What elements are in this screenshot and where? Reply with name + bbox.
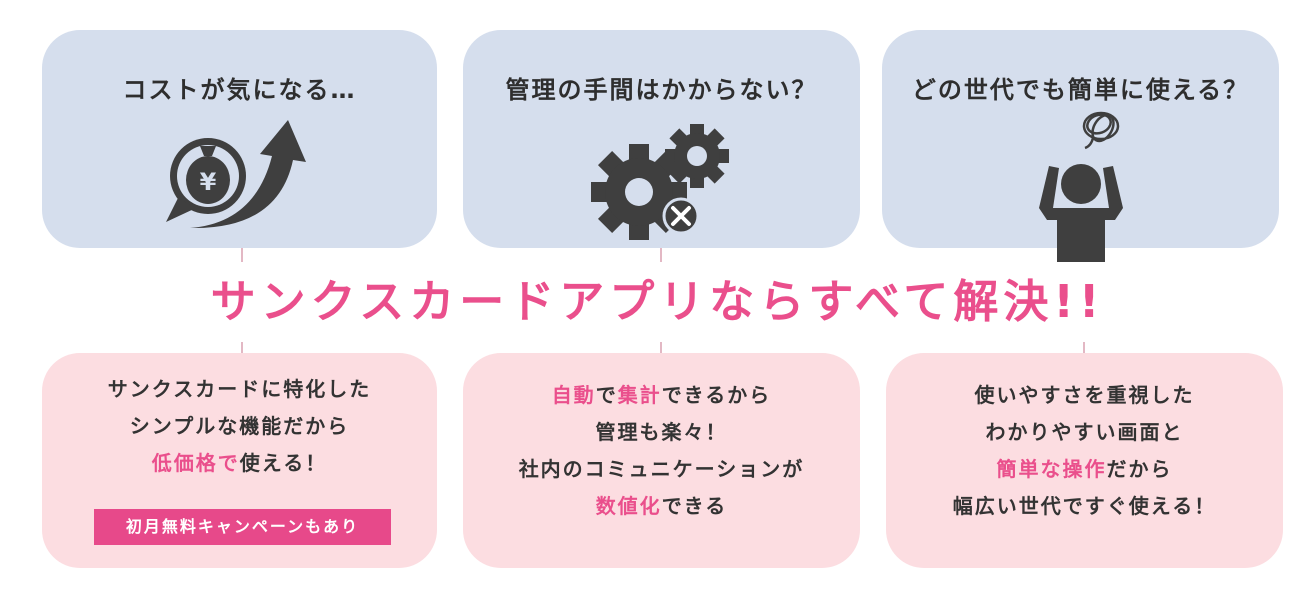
solution-card-management: 自動で集計できるから 管理も楽々！ 社内のコミュニケーションが 数値化できる <box>463 353 860 568</box>
headline: サンクスカードアプリならすべて解決!! <box>0 262 1315 342</box>
solution-card-cost: サンクスカードに特化した シンプルな機能だから 低価格で使える！ 初月無料キャン… <box>42 353 437 568</box>
problem-title-cost: コストが気になる… <box>122 76 357 104</box>
headline-text: サンクスカードアプリならすべて解決!! <box>200 275 1115 328</box>
solution-line-mid: で <box>595 383 618 407</box>
solution-line: 自動で集計できるから <box>463 377 860 414</box>
solution-line: サンクスカードに特化した <box>107 377 372 401</box>
problem-title-management: 管理の手間はかからない？ <box>505 76 818 104</box>
solution-text-cost: サンクスカードに特化した シンプルな機能だから 低価格で使える！ <box>42 371 437 482</box>
solution-line: 低価格で使える！ <box>42 445 437 482</box>
svg-text:¥: ¥ <box>199 168 216 196</box>
solution-line: 社内のコミュニケーションが <box>518 457 805 481</box>
problem-card-cost: コストが気になる… ¥ <box>42 30 437 248</box>
solution-line: 管理も楽々！ <box>595 420 728 444</box>
problem-title-usability: どの世代でも簡単に使える？ <box>911 76 1250 104</box>
solution-line-rest: できるから <box>661 383 772 407</box>
highlight-text: 数値化 <box>595 494 662 518</box>
confused-person-icon <box>1021 102 1141 262</box>
highlight-text: 集計 <box>617 383 662 407</box>
solution-line-rest: だから <box>1106 457 1173 481</box>
solution-text-usability: 使いやすさを重視した わかりやすい画面と 簡単な操作だから 幅広い世代ですぐ使え… <box>886 377 1283 525</box>
solution-line: 幅広い世代ですぐ使える！ <box>952 494 1217 518</box>
solution-line: 使いやすさを重視した <box>974 383 1195 407</box>
solution-line: 数値化できる <box>463 488 860 525</box>
highlight-text: 簡単な操作 <box>996 457 1107 481</box>
solution-text-management: 自動で集計できるから 管理も楽々！ 社内のコミュニケーションが 数値化できる <box>463 377 860 525</box>
solution-line: わかりやすい画面と <box>985 420 1184 444</box>
solution-line-rest: 使える！ <box>239 451 328 475</box>
problem-card-usability: どの世代でも簡単に使える？ <box>882 30 1279 262</box>
gears-cross-icon <box>587 120 737 240</box>
solution-card-usability: 使いやすさを重視した わかりやすい画面と 簡単な操作だから 幅広い世代ですぐ使え… <box>886 353 1283 568</box>
highlight-text: 低価格で <box>151 451 240 475</box>
campaign-badge: 初月無料キャンペーンもあり <box>94 509 391 545</box>
solution-line-rest: できる <box>661 494 728 518</box>
solution-line: 簡単な操作だから <box>886 451 1283 488</box>
money-bag-rising-arrow-icon: ¥ <box>160 118 320 230</box>
solution-line: シンプルな機能だから <box>129 414 350 438</box>
problem-card-management: 管理の手間はかからない？ <box>463 30 860 248</box>
highlight-text: 自動 <box>551 383 596 407</box>
